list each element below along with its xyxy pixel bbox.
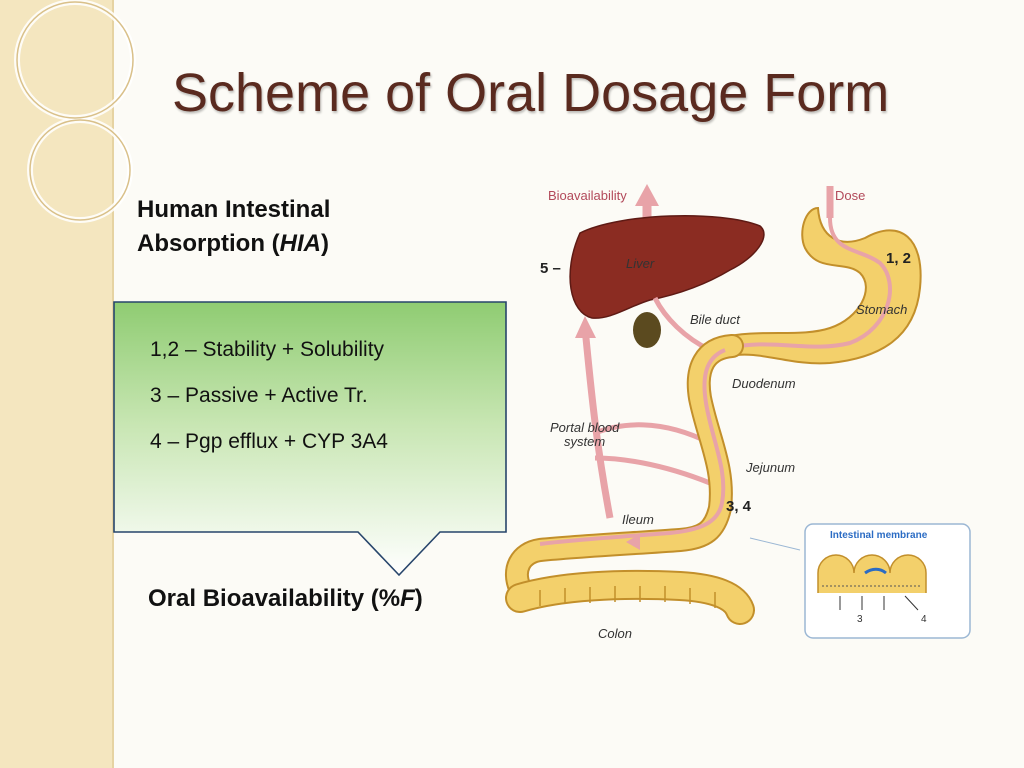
label-colon: Colon bbox=[598, 626, 632, 641]
hia-line1: Human Intestinal bbox=[137, 196, 331, 223]
intestine-tube bbox=[506, 336, 742, 598]
label-portal-system: system bbox=[564, 434, 606, 449]
liver-shape bbox=[569, 214, 765, 319]
hia-line2: Absorption (HIA) bbox=[137, 230, 329, 257]
callout-box bbox=[113, 301, 507, 577]
label-membrane-4: 4 bbox=[921, 614, 927, 625]
hia-heading: Human Intestinal Absorption (HIA) bbox=[137, 193, 330, 261]
label-step-1-2: 1, 2 bbox=[886, 250, 912, 267]
callout-line-1: 1,2 – Stability + Solubility bbox=[150, 338, 385, 361]
label-liver: Liver bbox=[626, 256, 655, 271]
label-step-5: 5 – bbox=[540, 260, 561, 277]
decorative-rings bbox=[14, 0, 136, 223]
page-title: Scheme of Oral Dosage Form bbox=[172, 63, 890, 123]
label-membrane-3: 3 bbox=[857, 614, 863, 625]
portal-blood-arrow bbox=[581, 327, 614, 519]
oral-bioavailability-label: Oral Bioavailability (%F) bbox=[148, 585, 423, 612]
label-jejunum: Jejunum bbox=[746, 460, 796, 475]
gallbladder bbox=[633, 312, 661, 348]
callout-text: 1,2 – Stability + Solubility 3 – Passive… bbox=[150, 335, 388, 473]
gi-diagram-drawing bbox=[504, 184, 971, 639]
label-bile-duct: Bile duct bbox=[690, 312, 740, 327]
callout-line-3: 4 – Pgp efflux + CYP 3A4 bbox=[150, 430, 388, 453]
stomach-shape bbox=[718, 206, 922, 365]
colon-shape bbox=[507, 571, 753, 623]
label-intestinal-membrane: Intestinal membrane bbox=[830, 530, 928, 541]
label-dose: Dose bbox=[835, 188, 866, 203]
callout-line-2: 3 – Passive + Active Tr. bbox=[150, 384, 368, 407]
label-step-3-4: 3, 4 bbox=[726, 498, 752, 515]
gi-diagram: Bioavailability Dose 5 – Liver 1, 2 Stom… bbox=[500, 178, 980, 648]
label-bioavailability: Bioavailability bbox=[548, 188, 627, 203]
label-portal-blood: Portal blood bbox=[550, 420, 620, 435]
label-ileum: Ileum bbox=[622, 512, 654, 527]
label-duodenum: Duodenum bbox=[732, 376, 796, 391]
label-stomach: Stomach bbox=[856, 302, 908, 317]
